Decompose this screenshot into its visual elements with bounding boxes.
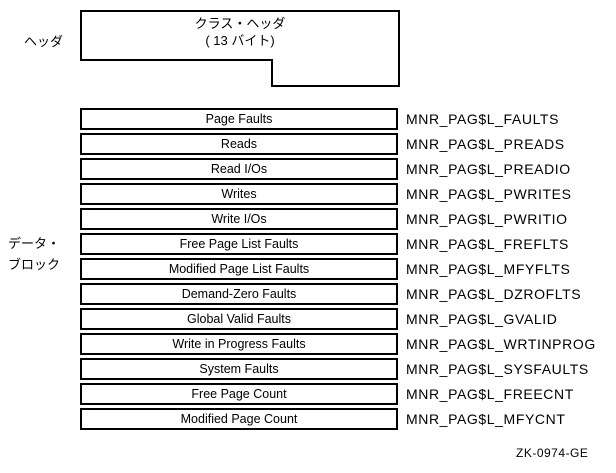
table-row: Read I/Os MNR_PAG$L_PREADIO (80, 158, 596, 180)
field-box: Global Valid Faults (80, 308, 398, 330)
field-label: Writes (221, 187, 257, 201)
field-mnemonic: MNR_PAG$L_MFYFLTS (406, 261, 571, 277)
field-label: Global Valid Faults (187, 312, 291, 326)
field-label: System Faults (199, 362, 279, 376)
field-mnemonic: MNR_PAG$L_FREFLTS (406, 236, 569, 252)
data-block-side-label-line1: データ・ (8, 236, 61, 251)
field-label: Modified Page List Faults (168, 262, 310, 276)
table-row: Write I/Os MNR_PAG$L_PWRITIO (80, 208, 596, 230)
field-box: Modified Page List Faults (80, 258, 398, 280)
class-header-title: クラス・ヘッダ (194, 16, 286, 31)
field-box: System Faults (80, 358, 398, 380)
table-row: Global Valid Faults MNR_PAG$L_GVALID (80, 308, 596, 330)
class-header-text: クラス・ヘッダ ( 13 バイト) (80, 15, 400, 49)
field-box: Free Page List Faults (80, 233, 398, 255)
field-box: Free Page Count (80, 383, 398, 405)
class-header-box-notch (80, 59, 273, 87)
field-mnemonic: MNR_PAG$L_SYSFAULTS (406, 361, 589, 377)
table-row: System Faults MNR_PAG$L_SYSFAULTS (80, 358, 596, 380)
field-label: Free Page List Faults (179, 237, 299, 251)
field-mnemonic: MNR_PAG$L_DZROFLTS (406, 286, 582, 302)
figure-id: ZK-0974-GE (516, 446, 589, 460)
field-mnemonic: MNR_PAG$L_FAULTS (406, 111, 560, 127)
field-label: Read I/Os (210, 162, 268, 176)
data-block-side-label-line2: ブロック (8, 257, 61, 272)
field-mnemonic: MNR_PAG$L_PREADS (406, 136, 565, 152)
field-label: Reads (220, 137, 258, 151)
field-label: Free Page Count (191, 387, 287, 401)
field-box: Read I/Os (80, 158, 398, 180)
table-row: Writes MNR_PAG$L_PWRITES (80, 183, 596, 205)
field-box: Page Faults (80, 108, 398, 130)
table-row: Free Page Count MNR_PAG$L_FREECNT (80, 383, 596, 405)
field-box: Demand-Zero Faults (80, 283, 398, 305)
field-box: Write I/Os (80, 208, 398, 230)
field-label: Modified Page Count (180, 412, 298, 426)
data-block-table: Page Faults MNR_PAG$L_FAULTS Reads MNR_P… (80, 108, 596, 430)
table-row: Demand-Zero Faults MNR_PAG$L_DZROFLTS (80, 283, 596, 305)
table-row: Free Page List Faults MNR_PAG$L_FREFLTS (80, 233, 596, 255)
table-row: Reads MNR_PAG$L_PREADS (80, 133, 596, 155)
field-label: Page Faults (205, 112, 273, 126)
field-label: Write I/Os (211, 212, 267, 226)
field-mnemonic: MNR_PAG$L_WRTINPROG (406, 336, 596, 352)
field-label: Demand-Zero Faults (181, 287, 297, 301)
field-mnemonic: MNR_PAG$L_GVALID (406, 311, 558, 327)
field-mnemonic: MNR_PAG$L_PREADIO (406, 161, 571, 177)
header-side-label: ヘッダ (24, 34, 64, 49)
table-row: Modified Page List Faults MNR_PAG$L_MFYF… (80, 258, 596, 280)
class-header-size: ( 13 バイト) (205, 33, 275, 48)
field-box: Reads (80, 133, 398, 155)
table-row: Modified Page Count MNR_PAG$L_MFYCNT (80, 408, 596, 430)
field-label: Write in Progress Faults (172, 337, 306, 351)
field-mnemonic: MNR_PAG$L_FREECNT (406, 386, 574, 402)
field-box: Write in Progress Faults (80, 333, 398, 355)
field-mnemonic: MNR_PAG$L_PWRITIO (406, 211, 568, 227)
table-row: Write in Progress Faults MNR_PAG$L_WRTIN… (80, 333, 596, 355)
data-block-side-label: データ・ ブロック (8, 233, 78, 275)
field-box: Modified Page Count (80, 408, 398, 430)
table-row: Page Faults MNR_PAG$L_FAULTS (80, 108, 596, 130)
field-mnemonic: MNR_PAG$L_PWRITES (406, 186, 572, 202)
field-mnemonic: MNR_PAG$L_MFYCNT (406, 411, 566, 427)
field-box: Writes (80, 183, 398, 205)
